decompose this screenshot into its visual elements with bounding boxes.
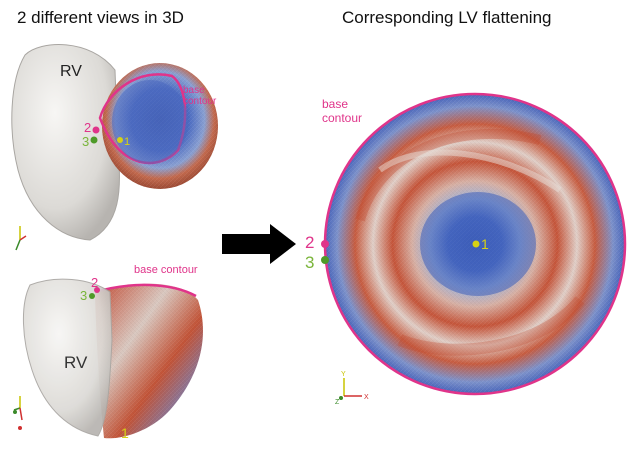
marker-2-label-flat: 2 <box>305 233 314 252</box>
axes-triad-flat: Y X Z <box>335 371 369 406</box>
base-contour-label-top-line2: contour <box>183 96 217 107</box>
bottom-3d-view: RV base contour 2 3 1 <box>13 264 203 441</box>
lv-shape-top <box>98 63 218 189</box>
marker-2-label-top: 2 <box>84 120 91 135</box>
marker-3-label-top: 3 <box>82 134 89 149</box>
axes-triad-top <box>15 226 27 251</box>
rv-shape-bottom <box>23 278 113 437</box>
marker-1-flat <box>472 240 480 248</box>
axes-triad-bottom <box>13 396 23 430</box>
axis-z-label: Z <box>335 399 340 406</box>
right-title: Corresponding LV flattening <box>342 8 552 27</box>
marker-3-bottom <box>89 293 95 299</box>
marker-2-bottom <box>94 287 100 293</box>
base-contour-label-bottom: base contour <box>134 264 198 276</box>
axis-y-label: Y <box>341 371 346 378</box>
marker-3-label-flat: 3 <box>305 253 314 272</box>
marker-2-label-bottom: 2 <box>91 275 98 290</box>
axis-x-label: X <box>364 394 369 401</box>
marker-1-top <box>117 137 123 143</box>
marker-2-top <box>92 126 100 134</box>
base-contour-label-flat: base contour <box>322 97 362 125</box>
marker-3-label-bottom: 3 <box>80 288 87 303</box>
marker-2-flat <box>321 240 329 248</box>
transform-arrow <box>222 224 296 264</box>
rv-label-top: RV <box>60 63 82 80</box>
rv-shape-top <box>11 44 120 241</box>
top-3d-view: RV base contour 1 2 3 <box>11 44 218 251</box>
rv-label-bottom: RV <box>64 353 88 372</box>
left-title: 2 different views in 3D <box>17 8 184 27</box>
marker-1-label-top: 1 <box>124 136 130 148</box>
marker-1-label-flat: 1 <box>481 236 489 252</box>
marker-3-top <box>90 136 98 144</box>
marker-3-flat <box>321 256 329 264</box>
lv-flattening-view: base contour 1 2 3 Y X Z <box>305 92 627 406</box>
base-contour-label-top: base contour <box>183 85 217 107</box>
marker-1-label-bottom: 1 <box>121 425 129 441</box>
